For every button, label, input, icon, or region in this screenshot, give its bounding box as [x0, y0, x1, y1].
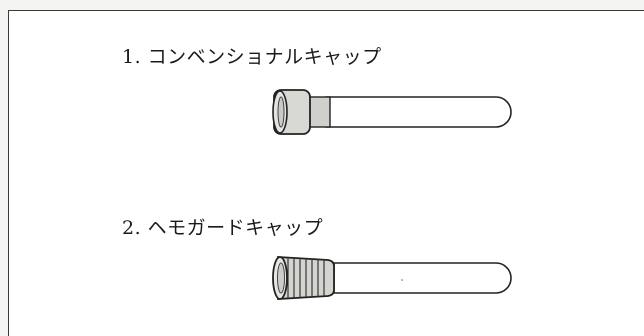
tube-body — [325, 96, 512, 128]
tube-mark — [401, 279, 403, 281]
item-1-label: 1. コンベンショナルキャップ — [122, 46, 382, 68]
tube-body — [333, 262, 512, 294]
hemogard-cap-tube-illustration — [272, 256, 512, 300]
cap-face-inner — [277, 96, 285, 128]
item-2-label: 2. ヘモガードキャップ — [122, 217, 324, 239]
cap-stopper — [307, 96, 331, 128]
cap-ridges — [287, 258, 325, 298]
cap-face-inner — [277, 262, 285, 294]
conventional-cap-tube-illustration — [272, 89, 512, 135]
